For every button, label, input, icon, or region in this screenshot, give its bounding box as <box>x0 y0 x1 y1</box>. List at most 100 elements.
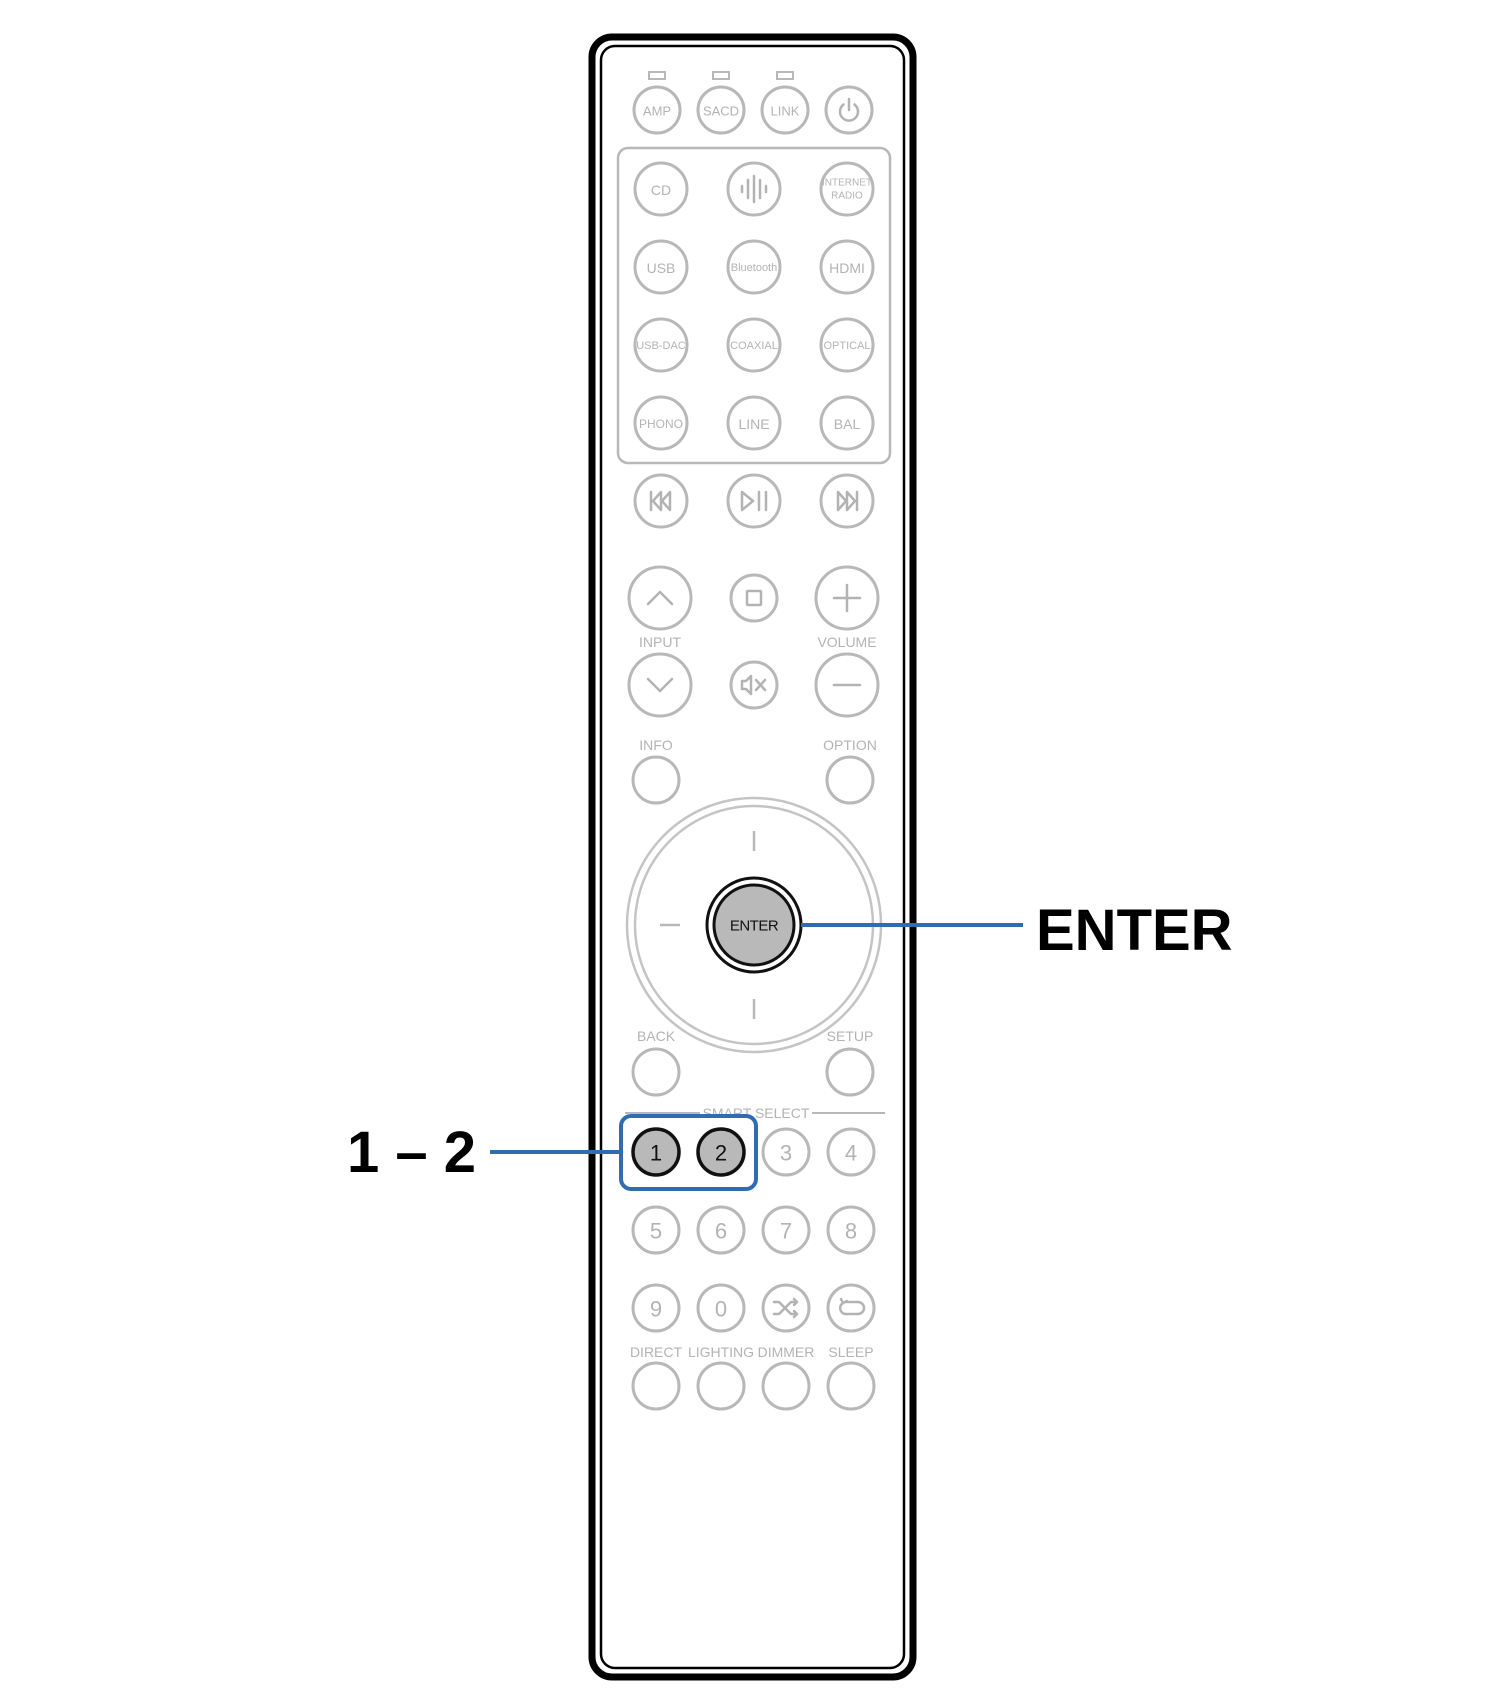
internet-radio-label-line1: INTERNET <box>822 178 872 189</box>
chevron-down-icon <box>646 677 674 693</box>
power-button[interactable] <box>824 85 874 135</box>
enter-callout-label: ENTER <box>1036 898 1233 963</box>
play-pause-button[interactable] <box>726 473 782 529</box>
lighting-button[interactable] <box>696 1361 746 1411</box>
stop-icon <box>745 589 763 607</box>
number-0-button[interactable]: 0 <box>696 1283 746 1333</box>
number-6-button[interactable]: 6 <box>696 1205 746 1255</box>
bluetooth-label: Bluetooth <box>731 262 777 274</box>
optical-button[interactable]: OPTICAL <box>819 317 875 373</box>
internet-radio-label-line2: RADIO <box>831 191 863 202</box>
option-button[interactable] <box>825 755 875 805</box>
number-4-label: 4 <box>845 1141 857 1166</box>
shuffle-icon <box>772 1297 799 1319</box>
play-pause-icon <box>740 490 768 512</box>
link-button[interactable]: LINK <box>760 85 810 135</box>
line-button[interactable]: LINE <box>726 395 782 451</box>
remote-body-inner <box>599 44 906 1670</box>
link-indicator <box>776 71 794 80</box>
direct-label: DIRECT <box>630 1344 683 1360</box>
number-3-label: 3 <box>780 1141 792 1166</box>
sacd-button[interactable]: SACD <box>696 85 746 135</box>
dimmer-button[interactable] <box>761 1361 811 1411</box>
number-5-label: 5 <box>650 1219 662 1244</box>
mute-button[interactable] <box>729 660 779 710</box>
usb-button[interactable]: USB <box>633 239 689 295</box>
volume-label: VOLUME <box>817 634 876 650</box>
number-5-button[interactable]: 5 <box>631 1205 681 1255</box>
number-0-label: 0 <box>715 1297 727 1322</box>
repeat-button[interactable] <box>826 1283 876 1333</box>
input-down-button[interactable] <box>627 652 693 718</box>
smart-select-2-button[interactable]: 2 <box>696 1127 746 1177</box>
cd-label: CD <box>651 182 671 198</box>
hdmi-button[interactable]: HDMI <box>819 239 875 295</box>
cd-button[interactable]: CD <box>633 161 689 217</box>
coaxial-label: COAXIAL <box>730 340 778 352</box>
sacd-label: SACD <box>703 104 739 119</box>
direct-button[interactable] <box>631 1361 681 1411</box>
heos-button[interactable] <box>726 161 782 217</box>
number-9-button[interactable]: 9 <box>631 1283 681 1333</box>
amp-indicator <box>648 71 666 80</box>
phono-label: PHONO <box>639 417 683 431</box>
usb-dac-button[interactable]: USB-DAC <box>633 317 689 373</box>
coaxial-button[interactable]: COAXIAL <box>726 317 782 373</box>
sleep-label: SLEEP <box>828 1344 873 1360</box>
number-8-label: 8 <box>845 1219 857 1244</box>
input-label: INPUT <box>639 634 681 650</box>
lighting-label: LIGHTING <box>688 1344 754 1360</box>
back-label: BACK <box>637 1028 676 1044</box>
number-1-label: 1 <box>650 1141 662 1166</box>
smart-select-1-button[interactable]: 1 <box>631 1127 681 1177</box>
option-label: OPTION <box>823 737 877 753</box>
chevron-up-icon <box>646 590 674 606</box>
link-label: LINK <box>771 104 800 119</box>
info-button[interactable] <box>631 755 681 805</box>
heos-icon <box>740 174 768 204</box>
skip-forward-button[interactable] <box>819 473 875 529</box>
stop-button[interactable] <box>729 573 779 623</box>
skip-forward-icon <box>836 490 859 512</box>
bluetooth-button[interactable]: Bluetooth <box>726 239 782 295</box>
bal-label: BAL <box>834 416 861 432</box>
line-label: LINE <box>738 416 769 432</box>
number-8-button[interactable]: 8 <box>826 1205 876 1255</box>
volume-up-button[interactable] <box>814 565 880 631</box>
internet-radio-button[interactable]: INTERNET RADIO <box>819 161 875 217</box>
source-panel <box>616 146 892 465</box>
enter-label: ENTER <box>730 918 779 935</box>
optical-label: OPTICAL <box>823 340 870 352</box>
phono-button[interactable]: PHONO <box>633 395 689 451</box>
power-icon <box>838 97 860 122</box>
skip-back-icon <box>649 490 672 512</box>
sleep-button[interactable] <box>826 1361 876 1411</box>
smart-select-label: SMART SELECT <box>703 1105 810 1121</box>
info-label: INFO <box>639 737 673 753</box>
usb-dac-label: USB-DAC <box>636 340 686 352</box>
back-button[interactable] <box>631 1047 681 1097</box>
shuffle-button[interactable] <box>761 1283 811 1333</box>
dimmer-label: DIMMER <box>758 1344 815 1360</box>
sacd-indicator <box>712 71 730 80</box>
smart-select-callout-label: 1 – 2 <box>347 1120 476 1185</box>
volume-down-button[interactable] <box>814 652 880 718</box>
mute-icon <box>740 674 767 696</box>
number-7-button[interactable]: 7 <box>761 1205 811 1255</box>
enter-button[interactable]: ENTER <box>705 876 803 974</box>
number-6-label: 6 <box>715 1219 727 1244</box>
input-up-button[interactable] <box>627 565 693 631</box>
skip-back-button[interactable] <box>633 473 689 529</box>
setup-label: SETUP <box>827 1028 874 1044</box>
setup-button[interactable] <box>825 1047 875 1097</box>
repeat-icon <box>838 1297 866 1316</box>
bal-button[interactable]: BAL <box>819 395 875 451</box>
amp-button[interactable]: AMP <box>632 85 682 135</box>
amp-label: AMP <box>643 104 671 119</box>
plus-icon <box>832 583 862 613</box>
smart-select-4-button[interactable]: 4 <box>826 1127 876 1177</box>
smart-select-3-button[interactable]: 3 <box>761 1127 811 1177</box>
number-9-label: 9 <box>650 1297 662 1322</box>
hdmi-label: HDMI <box>829 260 865 276</box>
